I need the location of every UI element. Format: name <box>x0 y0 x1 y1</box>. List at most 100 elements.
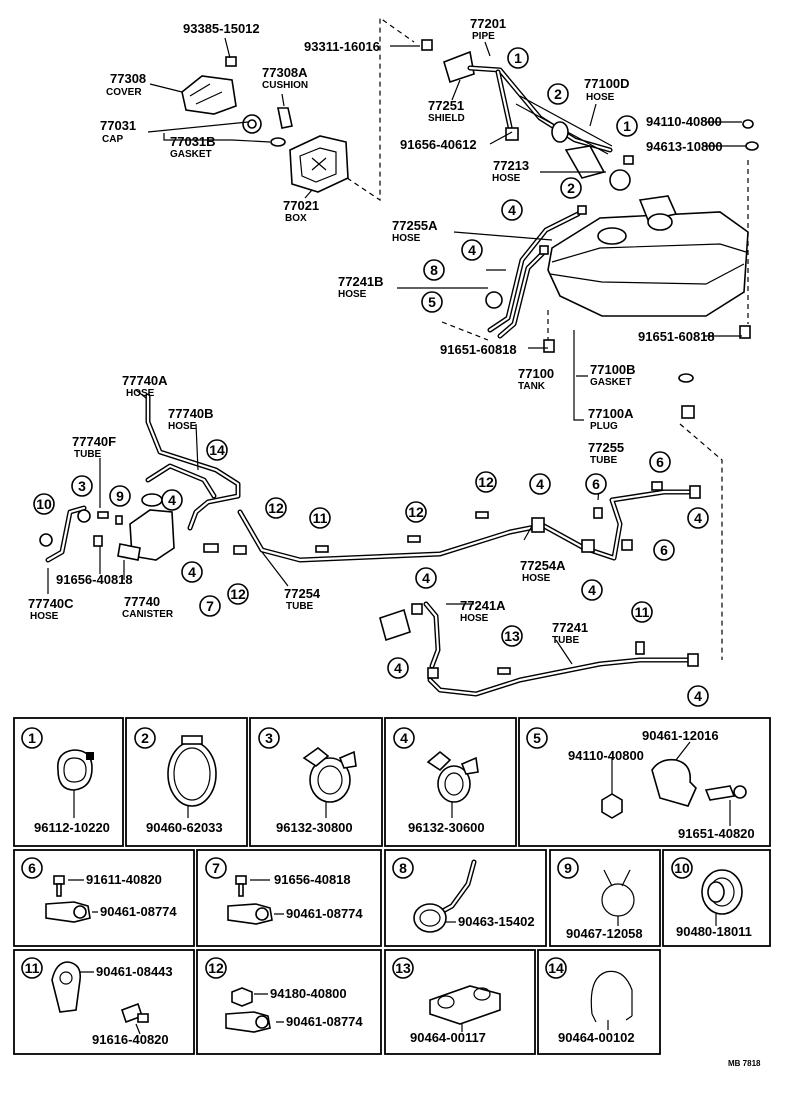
callout-4: 4 <box>461 239 483 261</box>
callout-circle <box>21 957 43 979</box>
callout-3: 3 <box>258 727 280 749</box>
detail-1-part-1: 96112-10220 <box>34 820 110 835</box>
detail-13-part-1: 90464-00117 <box>410 1030 486 1045</box>
callout-number: 10 <box>674 860 690 876</box>
label-77740f: 77740F <box>72 434 116 449</box>
callout-number: 4 <box>588 582 596 598</box>
detail-box-6 <box>13 849 195 947</box>
pipe-clamp-icon <box>429 985 501 1032</box>
label-94110-a: 94110-40800 <box>646 114 722 129</box>
label-77254a: 77254A <box>520 558 566 573</box>
nut-clamp-icon <box>225 987 284 1033</box>
callout-number: 11 <box>313 510 328 526</box>
band-clamp-icon <box>167 735 217 818</box>
callout-8: 8 <box>392 857 414 879</box>
callout-number: 13 <box>504 628 520 644</box>
callout-9: 9 <box>557 857 579 879</box>
callout-14: 14 <box>545 957 567 979</box>
clamp-icon <box>57 749 94 818</box>
callout-12: 12 <box>405 501 427 523</box>
callout-5: 5 <box>421 291 443 313</box>
callout-circle <box>421 291 443 313</box>
filler-pipe <box>421 39 634 191</box>
callout-circle <box>21 857 43 879</box>
callout-6: 6 <box>649 451 671 473</box>
bolt-clamp-icon <box>227 875 284 925</box>
callout-number: 5 <box>428 294 436 310</box>
callout-4: 4 <box>529 473 551 495</box>
callout-12: 12 <box>205 957 227 979</box>
label-77241b-name: HOSE <box>338 289 367 300</box>
callout-circle <box>649 451 671 473</box>
callout-4: 4 <box>181 561 203 583</box>
callout-2: 2 <box>547 83 569 105</box>
callout-4: 4 <box>687 507 709 529</box>
callout-4: 4 <box>161 489 183 511</box>
detail-6-part-1: 91611-40820 <box>86 872 162 887</box>
callout-number: 14 <box>548 960 564 976</box>
callout-number: 1 <box>623 118 631 134</box>
label-77021: 77021 <box>283 198 319 213</box>
callout-4: 4 <box>387 657 409 679</box>
label-91651-a: 91651-60818 <box>440 342 517 357</box>
label-77100a: 77100A <box>588 406 634 421</box>
label-77255a: 77255A <box>392 218 438 233</box>
callout-circle <box>529 473 551 495</box>
callout-circle <box>206 439 228 461</box>
detail-box-13 <box>384 949 536 1055</box>
callout-4: 4 <box>581 579 603 601</box>
label-77740a: 77740A <box>122 373 168 388</box>
callout-13: 13 <box>392 957 414 979</box>
callout-1: 1 <box>616 115 638 137</box>
label-77031b: 77031B <box>170 134 216 149</box>
detail-11-part-2: 91616-40820 <box>92 1032 169 1047</box>
callout-10: 10 <box>671 857 693 879</box>
callout-13: 13 <box>501 625 523 647</box>
grommet-icon <box>701 869 743 926</box>
label-77201: 77201 <box>470 16 506 31</box>
detail-11-part-1: 90461-08443 <box>96 964 173 979</box>
callout-number: 6 <box>28 860 36 876</box>
cable-clamp-icon <box>413 859 477 933</box>
spring-clamp-icon <box>302 746 357 818</box>
detail-box-2 <box>125 717 248 847</box>
callout-2: 2 <box>134 727 156 749</box>
callout-number: 3 <box>78 478 86 494</box>
label-77740a-name: HOSE <box>126 388 155 399</box>
label-77254a-name: HOSE <box>522 573 551 584</box>
label-77100b: 77100B <box>590 362 636 377</box>
label-77100-name: TANK <box>518 381 546 392</box>
canister-assembly <box>39 393 247 563</box>
detail-9-part-1: 90467-12058 <box>566 926 643 941</box>
callout-number: 6 <box>660 542 668 558</box>
callout-circle <box>21 727 43 749</box>
detail-grid: 96112-10220 90460-62033 96132-30800 9613… <box>13 717 771 1055</box>
callout-4: 4 <box>687 685 709 707</box>
label-77100: 77100 <box>518 366 554 381</box>
callout-number: 6 <box>656 454 664 470</box>
callout-number: 4 <box>508 202 516 218</box>
spring-clamp-small-icon <box>426 750 479 818</box>
label-93385: 93385-15012 <box>183 21 260 36</box>
label-77740b-name: HOSE <box>168 421 197 432</box>
callout-circle <box>199 595 221 617</box>
detail-10-part-1: 90480-18011 <box>676 924 752 939</box>
label-77251-name: SHIELD <box>428 113 465 124</box>
callout-circle <box>134 727 156 749</box>
part-labels: 93385-15012 93311-16016 77201 PIPE 77308… <box>28 16 723 646</box>
label-77254: 77254 <box>284 586 321 601</box>
callout-circle <box>393 727 415 749</box>
callout-circle <box>545 957 567 979</box>
callout-circle <box>265 497 287 519</box>
detail-box-7 <box>196 849 382 947</box>
callout-8: 8 <box>423 259 445 281</box>
callout-circle <box>616 115 638 137</box>
label-77308: 77308 <box>110 71 146 86</box>
detail-2-part-1: 90460-62033 <box>146 820 223 835</box>
callout-number: 4 <box>400 730 408 746</box>
callout-number: 13 <box>395 960 411 976</box>
detail-5-part-2: 94110-40800 <box>568 748 644 763</box>
callout-12: 12 <box>227 583 249 605</box>
label-77100a-name: PLUG <box>590 421 618 432</box>
